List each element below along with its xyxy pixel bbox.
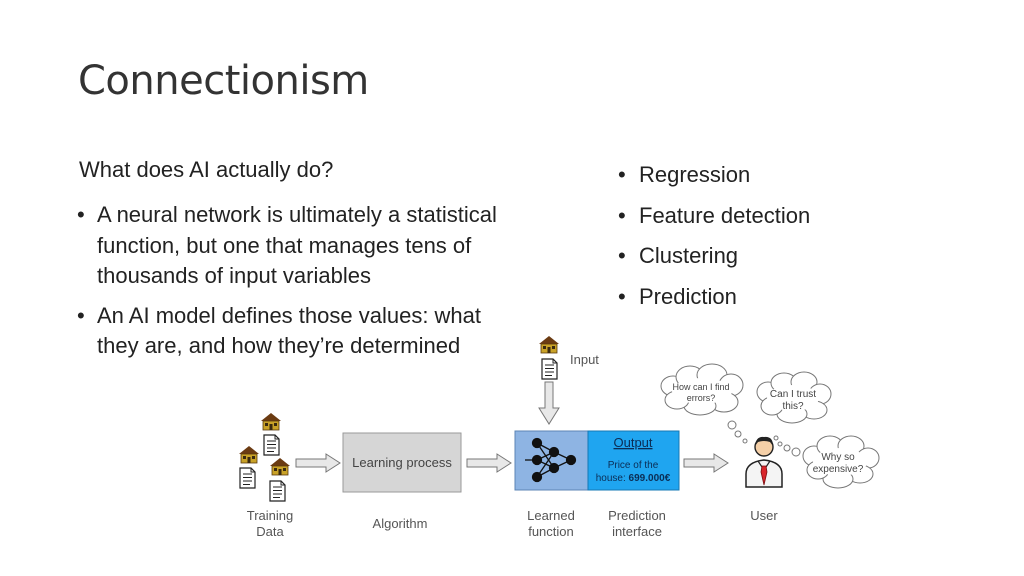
thought-1-line-2: errors? [687,393,716,403]
bullet-text: Regression [639,162,751,187]
thought-3-line-2: expensive? [813,464,864,475]
bullet-text: An AI model defines those values: what t… [97,302,482,359]
right-arrow-icon [466,453,512,473]
output-title: Output [613,435,652,450]
thought-1-line-1: How can I find [672,382,729,392]
output-box [587,430,680,491]
thought-2-line-1: Can I trust [770,389,816,400]
bullet-item: • Feature detection [616,201,810,231]
bullet-dot-icon: • [618,202,626,228]
bullet-item: • Regression [616,160,810,190]
left-bullet-list: • A neural network is ultimately a statis… [75,200,515,371]
bullet-item: • Clustering [616,241,810,271]
learned-label-line-2: function [528,524,574,539]
training-document-icon [239,467,256,489]
output-line-1: Price of the [608,460,659,471]
input-house-icon [538,335,560,354]
training-label-line-1: Training [247,508,293,523]
slide-title: Connectionism [78,58,369,104]
bullet-dot-icon: • [77,202,85,227]
bullet-item: • Prediction [616,282,810,312]
thought-3-line-1: Why so [821,452,855,463]
input-label: Input [570,352,599,367]
training-house-icon [260,412,282,431]
bullet-dot-icon: • [618,243,626,268]
input-document-icon [541,358,558,380]
right-arrow-icon [683,453,729,473]
prediction-label-line-1: Prediction [608,508,666,523]
thought-2-line-2: this? [782,401,804,412]
slide-subheading: What does AI actually do? [79,157,334,182]
bullet-text: A neural network is ultimately a statist… [97,202,497,288]
neural-network-icon [525,437,577,483]
thought-bubble [756,371,832,424]
learning-process-label: Learning process [352,455,452,470]
algorithm-label: Algorithm [373,516,428,531]
training-label-line-2: Data [256,524,284,539]
bullet-dot-icon: • [618,283,626,309]
thought-bubble [802,435,880,489]
learning-process-box [342,432,462,493]
right-arrow-icon [295,453,341,473]
learned-label-line-1: Learned [527,508,575,523]
training-house-icon [269,457,291,476]
bullet-dot-icon: • [77,302,85,328]
bullet-text: Feature detection [639,202,811,228]
thought-bubble [660,363,744,416]
thought-trail-icon [727,420,801,457]
bullet-text: Prediction [639,283,737,309]
bullet-dot-icon: • [618,162,626,187]
output-line-2: house: 699.000€ [596,473,671,484]
bullet-text: Clustering [639,243,739,268]
training-document-icon [263,434,280,456]
user-label: User [750,508,778,523]
bullet-item: • An AI model defines those values: what … [75,301,515,362]
right-bullet-list: • Regression • Feature detection • Clusteri… [616,160,810,322]
down-arrow-icon [538,381,560,425]
prediction-label-line-2: interface [612,524,662,539]
training-document-icon [269,480,286,502]
training-house-icon [238,445,260,464]
bullet-item: • A neural network is ultimately a statis… [75,200,515,292]
user-avatar-icon [745,436,783,488]
